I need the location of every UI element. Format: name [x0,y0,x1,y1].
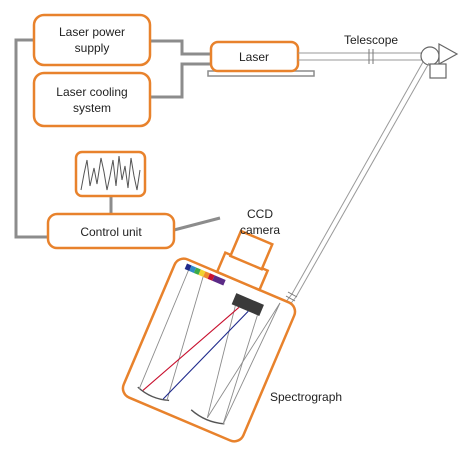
monitor-display [74,150,147,198]
laser-label: Laser [239,50,269,64]
control-unit-box: Control unit [46,212,176,250]
ccd-camera-head [228,229,274,271]
laser-power-supply-box: Laser power supply [32,13,152,67]
scanner-mirror [420,46,440,66]
control-unit-label: Control unit [80,225,142,239]
ccd-camera-label-line2: camera [240,223,280,237]
cable-power-to-control [14,38,48,239]
laser-cooling-label-line1: Laser cooling [56,85,127,99]
telescope-label: Telescope [344,33,398,47]
laser-cooling-label-line2: system [73,101,111,115]
laser-box: Laser [209,40,300,73]
cable-cooling-to-laser [150,62,211,99]
spectrograph-optical-paths [138,270,281,425]
scanner-optics [420,42,459,79]
cable-power-to-laser [150,39,211,56]
focusing-mirror [190,409,225,425]
scanner-prism [438,42,459,66]
ccd-spectrum-strip [184,263,226,286]
telescope-lens [368,49,374,64]
spectrograph-housing [121,257,297,443]
laser-power-supply-label-line2: supply [75,41,110,55]
connection-cables [14,38,221,239]
scanner-base [429,63,447,79]
diffraction-grating [231,293,264,316]
spectrum-trace [80,155,141,191]
spectrograph-label: Spectrograph [270,390,342,404]
blue-ray [162,310,249,400]
laser-cooling-system-box: Laser cooling system [32,71,152,128]
red-ray [142,306,240,391]
return-fiber-bundle [267,61,430,328]
ccd-camera-label-line1: CCD [247,207,273,221]
spectrograph [121,229,297,443]
collimating-mirror [137,386,170,402]
laser-power-supply-label-line1: Laser power [59,25,125,39]
fiber-coupler [285,291,298,302]
cable-control-to-ccd [173,216,221,232]
laser-beam-path [298,52,425,61]
